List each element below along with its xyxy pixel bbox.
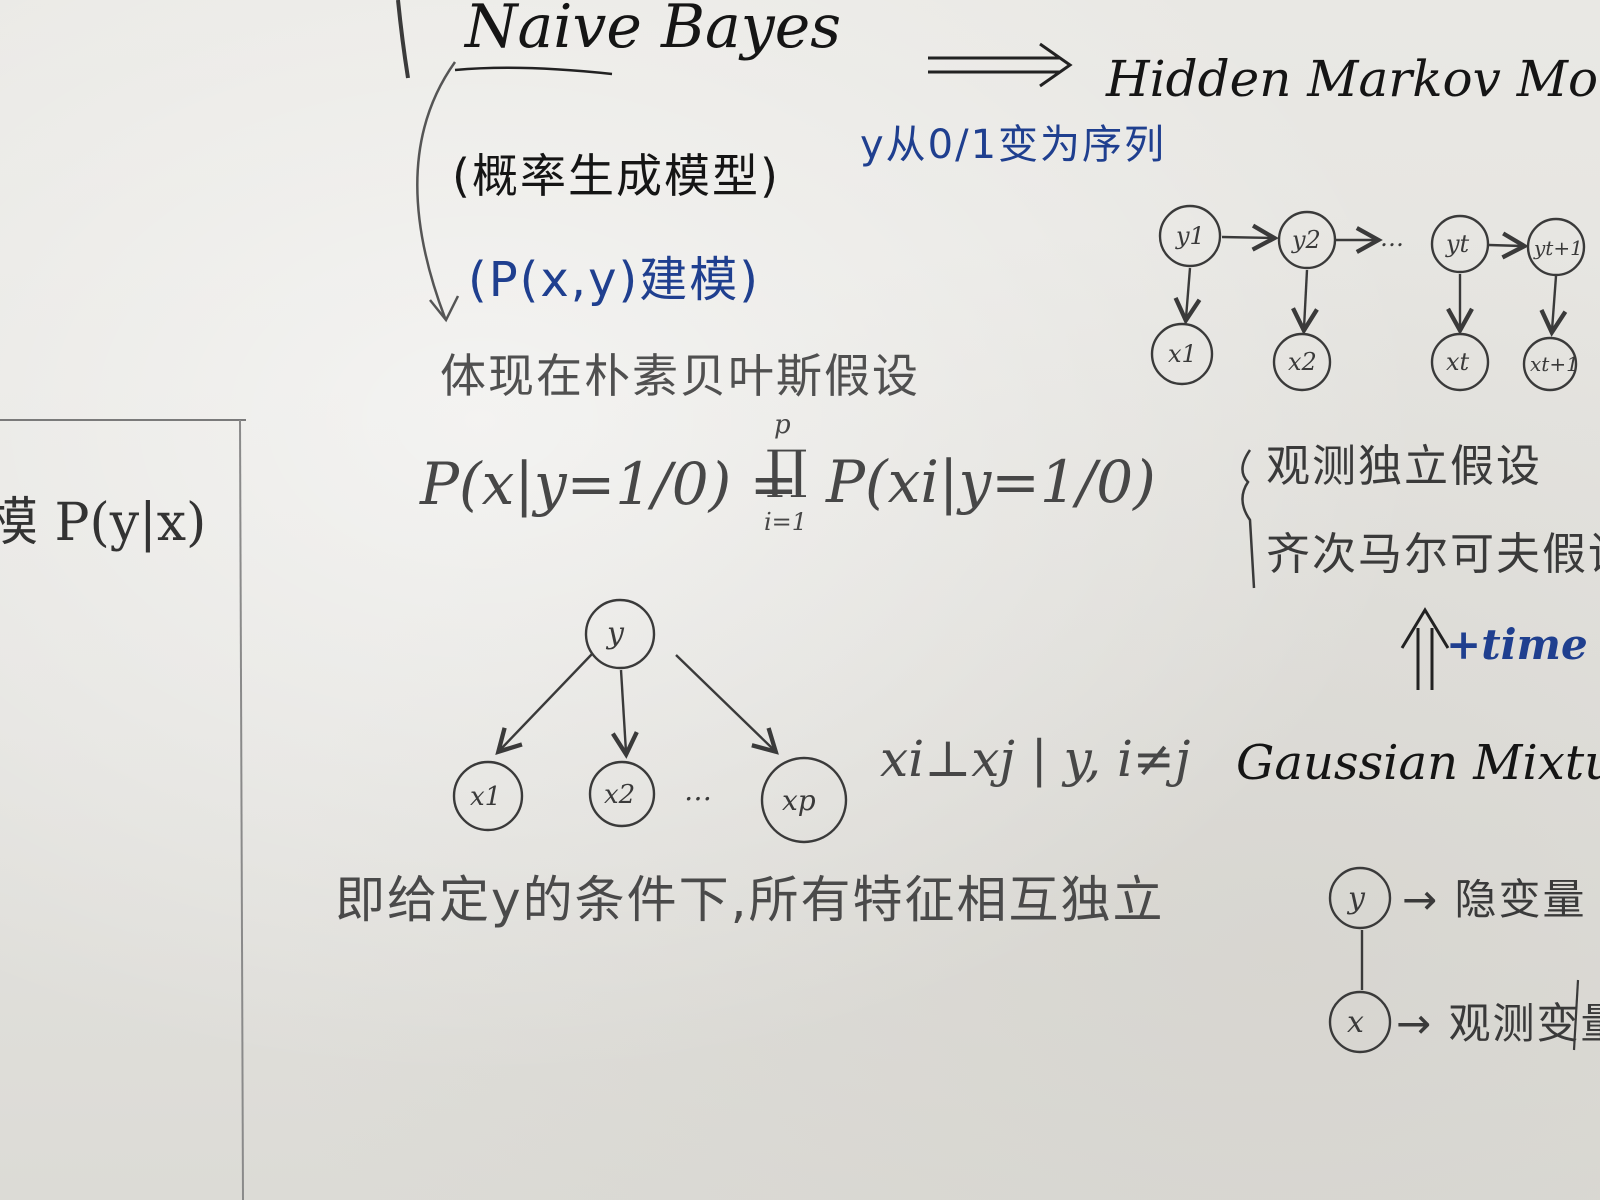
gmm-latent-node-label: y — [1346, 881, 1366, 916]
node-x2-label: x2 — [604, 780, 635, 810]
gmm-graph — [1328, 866, 1392, 1054]
hmm-title: Hidden Markov Mo — [1106, 50, 1599, 108]
hmm-state-label: y1 — [1175, 222, 1205, 250]
hmm-state-label: yt — [1445, 230, 1470, 258]
hmm-obs-label: xt+1 — [1530, 352, 1579, 376]
double-arrow-icon — [928, 42, 1073, 88]
node-x1-label: x1 — [470, 782, 501, 812]
title-underline — [454, 66, 613, 76]
node-xp-label: xp — [782, 784, 816, 817]
hmm-state-label: yt+1 — [1533, 236, 1583, 260]
formula-rhs: P(xi|y=1/0) — [826, 448, 1156, 516]
joint-modeling-note: (P(x,y)建模) — [468, 252, 760, 308]
hmm-obs-label: x1 — [1168, 340, 1197, 368]
generative-model-note: (概率生成模型) — [452, 149, 780, 203]
node-y-label: y — [605, 616, 625, 651]
formula-product-top: p — [774, 410, 791, 440]
observed-variable-label: → 观测变量 — [1396, 999, 1600, 1048]
node-dots-label: … — [684, 774, 712, 807]
hmm-obs-label: xt — [1446, 348, 1470, 376]
feature-independence-explanation: 即给定y的条件下,所有特征相互独立 — [335, 871, 1165, 929]
curve-arrow — [416, 61, 457, 319]
hmm-obs-label: x2 — [1288, 348, 1317, 376]
observation-independence-assumption: 观测独立假设 — [1266, 441, 1542, 492]
formula-lhs: P(x|y=1/0) = — [420, 450, 799, 518]
hmm-state-label: y2 — [1291, 226, 1321, 254]
naive-bayes-graph — [452, 598, 848, 844]
naive-bayes-title: Naive Bayes — [465, 0, 841, 62]
naive-bayes-assumption-text: 体现在朴素贝叶斯假设 — [440, 349, 920, 403]
latent-variable-label: → 隐变量 — [1402, 875, 1587, 924]
assumptions-bracket — [1241, 449, 1256, 589]
left-page-border — [0, 419, 246, 1200]
homogeneous-markov-assumption: 齐次马尔可夫假设 — [1266, 529, 1600, 580]
gmm-observed-node-label: x — [1347, 1005, 1364, 1040]
hmm-state-dots: … — [1380, 224, 1404, 252]
hmm-sequence-note: y从0/1变为序列 — [860, 122, 1167, 168]
formula-product-bottom: i=1 — [764, 508, 808, 536]
time-up-arrow-icon — [1400, 607, 1450, 690]
top-bracket-stroke — [396, 0, 410, 79]
formula-product-symbol: ∏ — [766, 440, 808, 500]
left-page-fragment: 模 P(y|x) — [0, 493, 207, 553]
gmm-title: Gaussian Mixture — [1236, 735, 1600, 791]
time-label: +time — [1446, 620, 1588, 669]
hmm-graph — [1150, 204, 1586, 392]
naive-bayes-node-labels: y x1 x2 … xp — [470, 616, 816, 817]
gmm-edge-stroke — [1572, 979, 1580, 1051]
conditional-independence-text: xi⊥xj | y, i≠j — [880, 730, 1191, 788]
hmm-node-labels: y1 y2 … yt yt+1 x1 x2 xt xt+1 — [1168, 222, 1583, 376]
